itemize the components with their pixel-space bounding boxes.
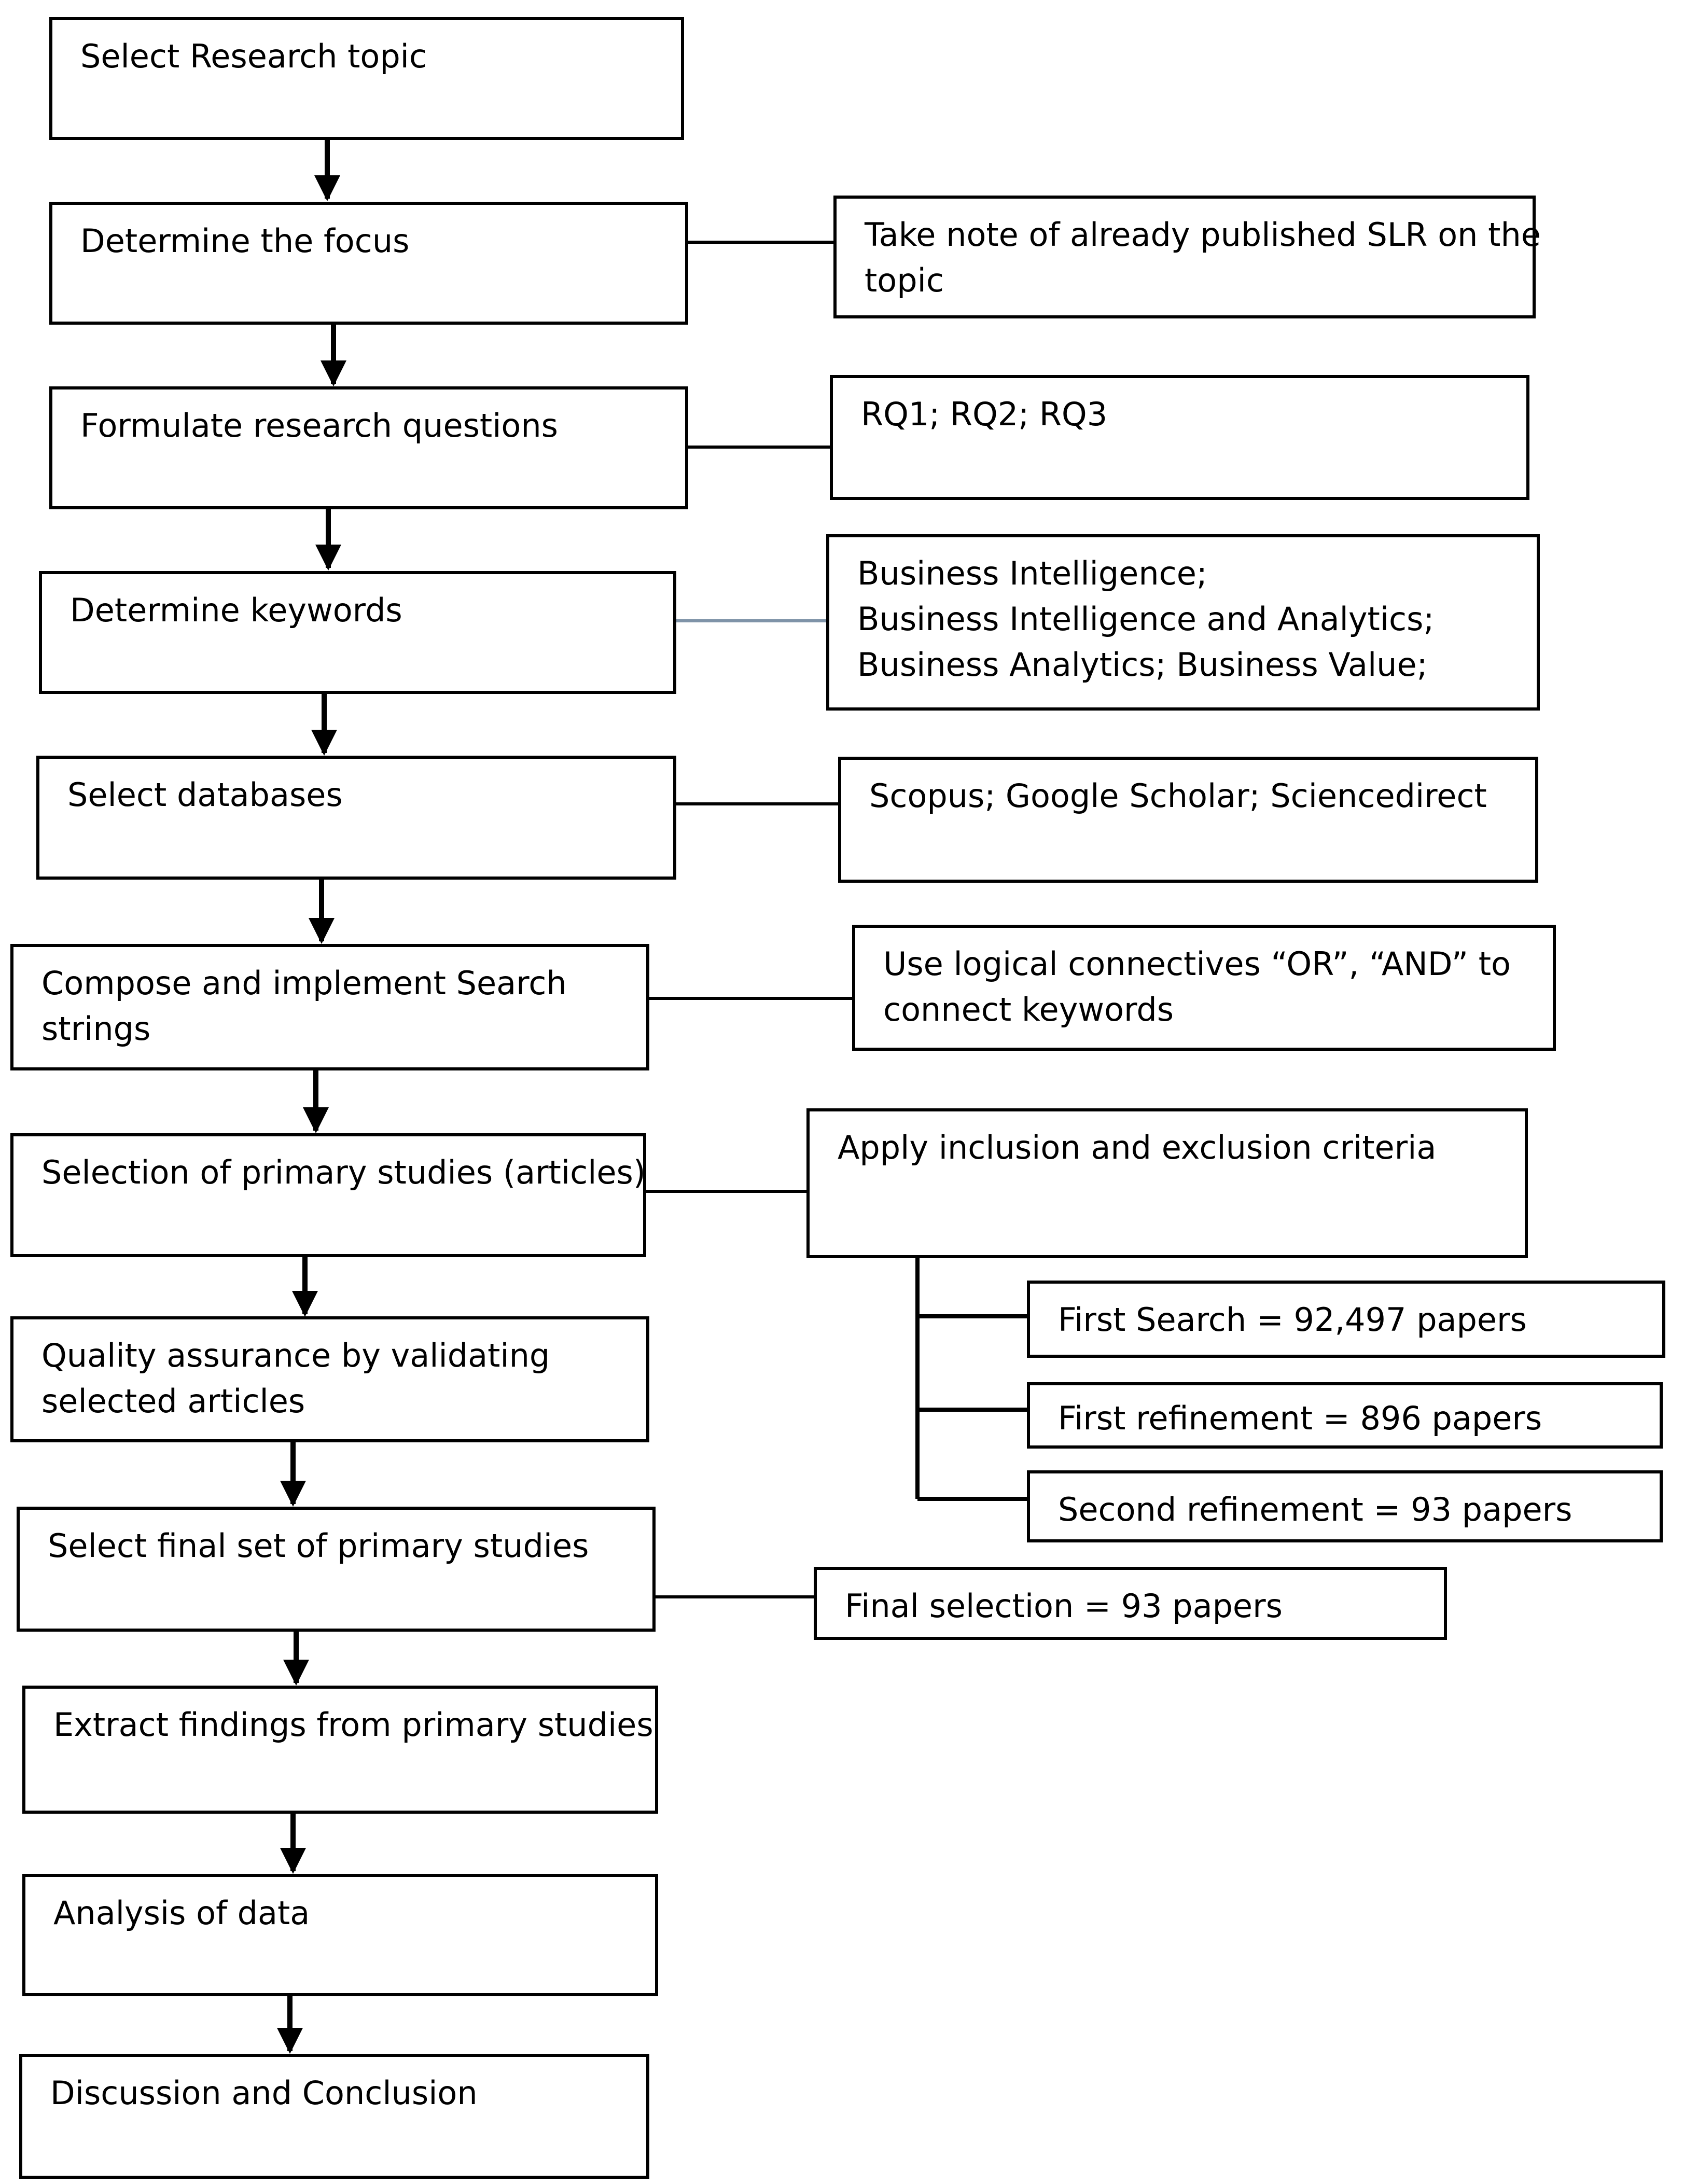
step-formulate-questions: Formulate research questions xyxy=(49,386,688,509)
step-label-line-1: Quality assurance by validating xyxy=(41,1337,550,1374)
note-final-selection: Final selection = 93 papers xyxy=(814,1567,1447,1640)
step-label: Determine keywords xyxy=(70,591,402,629)
step-label-line-2: strings xyxy=(41,1010,151,1048)
step-label: Analysis of data xyxy=(53,1894,310,1932)
refinement-label: Second refinement = 93 papers xyxy=(1058,1491,1572,1528)
step-label: Discussion and Conclusion xyxy=(50,2074,478,2112)
refinement-label: First refinement = 896 papers xyxy=(1058,1399,1542,1437)
step-determine-keywords: Determine keywords xyxy=(39,571,676,694)
step-analysis-of-data: Analysis of data xyxy=(22,1874,658,1996)
step-label: Select Research topic xyxy=(80,37,427,75)
step-select-final-set: Select final set of primary studies xyxy=(17,1507,656,1632)
step-label: Determine the focus xyxy=(80,222,410,260)
note-line-1: Final selection = 93 papers xyxy=(845,1587,1283,1625)
step-extract-findings: Extract findings from primary studies xyxy=(22,1686,658,1814)
step-select-databases: Select databases xyxy=(36,756,676,880)
step-determine-focus: Determine the focus xyxy=(49,202,688,325)
note-line-2: Business Intelligence and Analytics; xyxy=(857,600,1435,638)
step-label: Selection of primary studies (articles) xyxy=(41,1153,646,1191)
step-label-line-2: selected articles xyxy=(41,1382,305,1420)
step-label: Formulate research questions xyxy=(80,407,558,444)
refinement-label: First Search = 92,497 papers xyxy=(1058,1301,1527,1339)
note-line-1: Scopus; Google Scholar; Sciencedirect xyxy=(869,777,1487,815)
step-label: Extract findings from primary studies xyxy=(53,1706,653,1744)
step-label-line-1: Compose and implement Search xyxy=(41,964,567,1002)
step-compose-search-strings: Compose and implement Search strings xyxy=(10,944,649,1070)
note-line-1: RQ1; RQ2; RQ3 xyxy=(861,395,1108,433)
note-line-2: connect keywords xyxy=(883,991,1174,1028)
note-inclusion-exclusion: Apply inclusion and exclusion criteria xyxy=(806,1108,1528,1258)
refinement-first-search: First Search = 92,497 papers xyxy=(1027,1281,1665,1358)
note-databases: Scopus; Google Scholar; Sciencedirect xyxy=(838,757,1538,883)
refinement-second: Second refinement = 93 papers xyxy=(1027,1470,1663,1542)
step-label: Select final set of primary studies xyxy=(48,1527,589,1565)
step-quality-assurance: Quality assurance by validating selected… xyxy=(10,1316,649,1442)
note-logical-connectives: Use logical connectives “OR”, “AND” to c… xyxy=(852,925,1556,1051)
step-label: Select databases xyxy=(67,776,343,814)
note-line-3: Business Analytics; Business Value; xyxy=(857,646,1428,684)
note-line-1: Use logical connectives “OR”, “AND” to xyxy=(883,945,1511,983)
note-line-1: Business Intelligence; xyxy=(857,554,1207,592)
step-selection-primary-studies: Selection of primary studies (articles) xyxy=(10,1133,646,1257)
note-line-1: Apply inclusion and exclusion criteria xyxy=(838,1129,1437,1166)
note-published-slr: Take note of already published SLR on th… xyxy=(833,196,1541,318)
note-keywords: Business Intelligence; Business Intellig… xyxy=(826,534,1540,711)
note-line-1: Take note of already published SLR on th… xyxy=(865,216,1541,254)
refinement-first: First refinement = 896 papers xyxy=(1027,1382,1663,1449)
note-research-questions: RQ1; RQ2; RQ3 xyxy=(830,375,1529,500)
step-select-research-topic: Select Research topic xyxy=(49,17,684,140)
note-line-2: topic xyxy=(865,261,944,299)
step-discussion-conclusion: Discussion and Conclusion xyxy=(19,2054,649,2179)
